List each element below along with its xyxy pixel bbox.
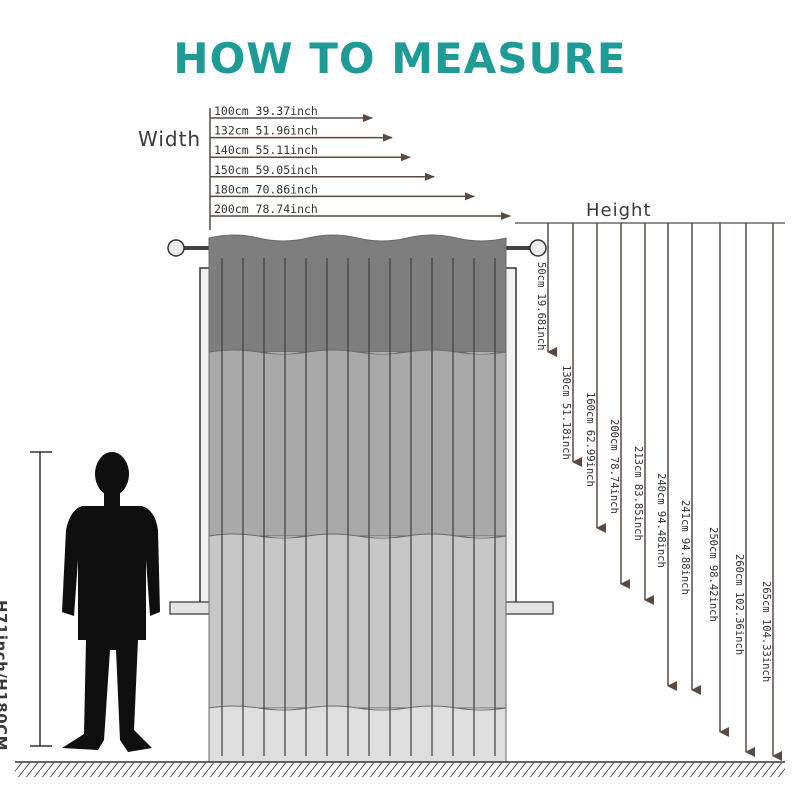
page-title: HOW TO MEASURE (173, 34, 627, 83)
width-arrow-label: 180cm 70.86inch (214, 182, 318, 196)
curtain-band-1 (208, 234, 507, 353)
height-arrow-label: 241cm 94.88inch (679, 500, 691, 595)
rod-finial-right (529, 239, 547, 257)
width-arrow-label: 132cm 51.96inch (214, 124, 318, 138)
height-arrow-label: 265cm 104.33inch (760, 581, 772, 682)
curtain (208, 234, 507, 763)
window-sill-right (504, 601, 554, 615)
height-arrow-label: 160cm 62.99inch (584, 392, 596, 487)
height-arrow-label: 260cm 102.36inch (733, 554, 745, 655)
curtain-band-3 (208, 533, 507, 709)
floor-hatching (15, 763, 785, 777)
person-silhouette-icon (62, 452, 160, 752)
window-sill-left (169, 601, 213, 615)
width-arrow-label: 100cm 39.37inch (214, 104, 318, 118)
width-arrow-label: 140cm 55.11inch (214, 143, 318, 157)
height-arrow-label: 200cm 78.74inch (608, 419, 620, 514)
rod-finial-left (167, 239, 185, 257)
height-label: Height (586, 200, 652, 221)
width-arrow-label: 200cm 78.74inch (214, 202, 318, 216)
width-label: Width (138, 127, 202, 151)
curtain-band-2 (208, 349, 507, 537)
height-arrow-label: 50cm 19.68inch (535, 262, 547, 351)
height-arrow-label: 130cm 51.18inch (560, 365, 572, 460)
height-arrow-label: 250cm 98.42inch (707, 527, 719, 622)
height-arrows: 50cm 19.68inch 130cm 51.18inch 160cm 62.99… (515, 222, 785, 761)
width-arrow-label: 150cm 59.05inch (214, 163, 318, 177)
width-arrows: 100cm 39.37inch 132cm 51.96inch 140cm 55.1… (209, 104, 511, 230)
height-arrow-label: 213cm 83.85inch (632, 446, 644, 541)
curtain-band-4 (208, 705, 507, 763)
height-arrow-label: 240cm 94.48inch (655, 473, 667, 568)
